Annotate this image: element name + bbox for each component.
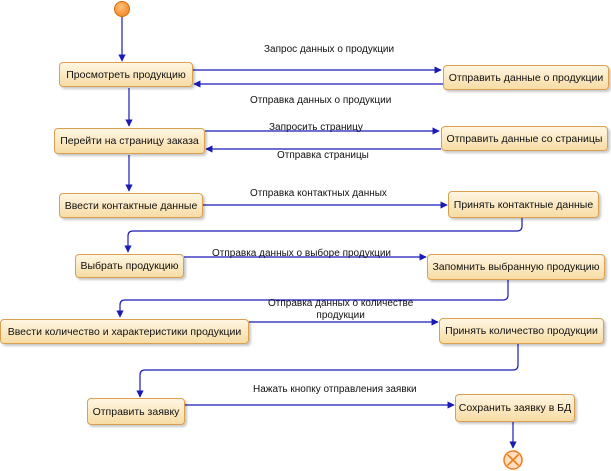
activity-view-products[interactable]: Просмотреть продукцию [59,62,193,87]
activity-save-order-db[interactable]: Сохранить заявку в БД [455,394,575,422]
activity-enter-contacts[interactable]: Ввести контактные данные [59,193,203,218]
activity-enter-quantity[interactable]: Ввести количество и характеристики проду… [0,319,249,344]
activity-receive-contacts[interactable]: Принять контактные данные [448,191,599,218]
edge-label-send-product-data: Отправка данных о продукции [250,95,392,106]
edge-label-send-quantity-line1: Отправка данных о количестве [268,298,414,309]
final-node [503,450,523,470]
edge-label-send-quantity-line2: продукции [316,310,365,321]
activity-send-page-data[interactable]: Отправить данные со страницы [441,126,608,151]
edge-label-request-page: Запросить страницу [269,122,363,133]
edge-label-send-quantity: Отправка данных о количестве продукции [268,298,413,322]
edge-label-send-selection: Отправка данных о выборе продукции [212,248,392,259]
edge-contacts-to-select [124,218,523,253]
activity-send-product-data[interactable]: Отправить данные о продукции [443,65,609,90]
activity-go-to-order-page[interactable]: Перейти на страницу заказа [54,128,205,154]
edge-label-send-contacts: Отправка контактных данных [250,188,387,199]
edge-quantity-to-submit [136,344,519,398]
activity-remember-selection[interactable]: Запомнить выбранную продукцию [427,254,605,280]
edge-label-request-product-data: Запрос данных о продукции [264,44,395,55]
activity-receive-quantity[interactable]: Принять количество продукции [439,318,604,344]
activity-select-products[interactable]: Выбрать продукцию [75,254,184,278]
edge-select-to-quantity [116,280,509,318]
activity-submit-order[interactable]: Отправить заявку [87,398,185,425]
initial-node [114,1,130,17]
edge-label-send-page: Отправка страницы [277,150,369,161]
edge-label-press-submit: Нажать кнопку отправления заявки [253,384,417,395]
